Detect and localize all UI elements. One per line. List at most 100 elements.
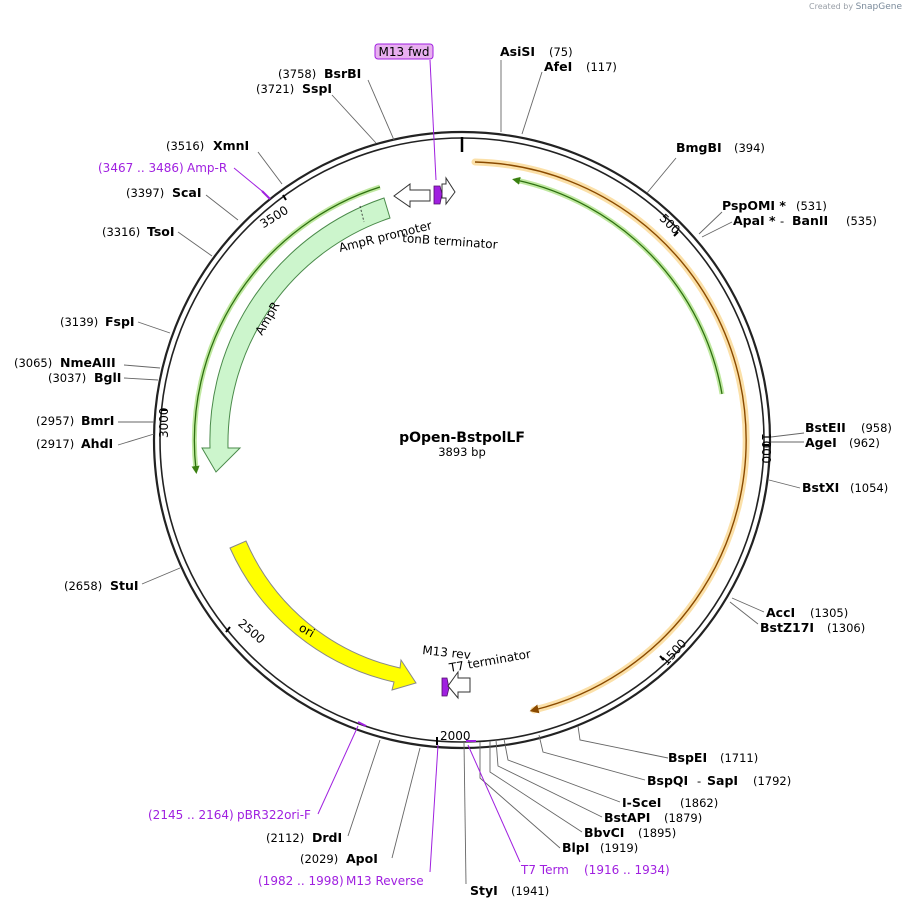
enzyme-asisi[interactable]: AsiSI [500, 44, 535, 59]
enzyme-pspomi-pos: (531) [796, 199, 827, 213]
orf-arc-right[interactable] [515, 177, 725, 395]
enzyme-sspi[interactable]: SspI [302, 81, 332, 96]
primer-t7term-range: (1916 .. 1934) [584, 863, 670, 877]
orf-arc-right-line [512, 176, 723, 395]
enzyme-sspi-pos: (3721) [256, 82, 294, 96]
tick-3500: 3500 [257, 203, 290, 231]
enzyme-bgli[interactable]: BglI [94, 370, 121, 385]
enzyme-styi-pos: (1941) [511, 884, 549, 898]
enzyme-bspqi-sep: - [697, 774, 701, 788]
primer-ampr-range: (3467 .. 3486) [98, 161, 184, 175]
enzyme-scai-pos: (3397) [126, 186, 164, 200]
enzyme-stui-pos: (2658) [64, 579, 102, 593]
m13rev-feature[interactable] [441, 677, 450, 697]
enzyme-agei[interactable]: AgeI [805, 435, 837, 450]
insert-feature-line [474, 161, 747, 714]
ampr-feature[interactable] [201, 197, 391, 473]
enzyme-bsrbi-pos: (3758) [278, 67, 316, 81]
enzyme-bspei-pos: (1711) [720, 751, 758, 765]
primer-leader-lines [233, 59, 521, 873]
enzyme-bspqi[interactable]: BspQI [647, 773, 688, 788]
enzyme-iscei[interactable]: I-SceI [622, 795, 661, 810]
enzyme-bmgbi-pos: (394) [734, 141, 765, 155]
enzyme-banii[interactable]: BanII [792, 213, 828, 228]
tick-2000: 2000 [440, 729, 471, 743]
plasmid-name: pOpen-BstpolLF [399, 430, 525, 446]
t7-terminator-arrow[interactable] [447, 670, 471, 700]
orf-arc-left-line [191, 186, 381, 474]
snapgene-credit: Created by SnapGene [809, 2, 902, 12]
enzyme-acci-pos: (1305) [810, 606, 848, 620]
tick-3000: 3000 [157, 407, 171, 438]
enzyme-pspomi[interactable]: PspOMI * [722, 198, 786, 213]
enzyme-stui[interactable]: StuI [110, 578, 139, 593]
enzyme-bstapi[interactable]: BstAPI [604, 810, 650, 825]
enzyme-iscei-pos: (1862) [680, 796, 718, 810]
enzyme-bstz17i[interactable]: BstZ17I [760, 620, 814, 635]
enzyme-nmeaiii-pos: (3065) [14, 356, 52, 370]
enzyme-bstz17i-pos: (1306) [827, 621, 865, 635]
ori-label: ori [297, 620, 318, 640]
m13fwd-feature[interactable] [433, 185, 443, 205]
enzyme-acci[interactable]: AccI [766, 605, 795, 620]
primer-m13rev-range: (1982 .. 1998) [258, 874, 344, 888]
ampr-promoter-divider [359, 205, 365, 223]
enzyme-blpi-pos: (1919) [600, 841, 638, 855]
enzyme-fspi[interactable]: FspI [105, 314, 135, 329]
tick-2500: 2500 [235, 616, 267, 646]
enzyme-ahdi-pos: (2917) [36, 437, 74, 451]
enzyme-apoi-pos: (2029) [300, 852, 338, 866]
enzyme-bspqi-pos: (1792) [753, 774, 791, 788]
enzyme-tsoi[interactable]: TsoI [147, 224, 175, 239]
enzyme-bmgbi[interactable]: BmgBI [676, 140, 722, 155]
enzyme-styi[interactable]: StyI [470, 883, 498, 898]
primer-t7term-name[interactable]: T7 Term [520, 863, 569, 877]
enzyme-apai-sep: - [780, 214, 784, 228]
ampr-primer-mark [261, 190, 271, 200]
enzyme-drdi[interactable]: DrdI [312, 830, 342, 845]
enzyme-bstapi-pos: (1879) [664, 811, 702, 825]
plasmid-length: 3893 bp [438, 445, 486, 459]
enzyme-apoi[interactable]: ApoI [346, 851, 378, 866]
enzyme-apai[interactable]: ApaI * [733, 213, 776, 228]
enzyme-nmeaiii[interactable]: NmeAIII [60, 355, 116, 370]
enzyme-bstxi[interactable]: BstXI [802, 480, 839, 495]
enzyme-drdi-pos: (2112) [266, 831, 304, 845]
leader-lines [117, 60, 805, 885]
enzyme-sapi[interactable]: SapI [707, 773, 738, 788]
enzyme-tsoi-pos: (3316) [102, 225, 140, 239]
snapgene-logo: SnapGene [855, 2, 902, 12]
ampr-promoter-arrow[interactable] [393, 183, 431, 208]
enzyme-bsrbi[interactable]: BsrBI [324, 66, 361, 81]
enzyme-asisi-pos: (75) [549, 45, 573, 59]
enzyme-afei-pos: (117) [586, 60, 617, 74]
enzyme-apai-pos: (535) [846, 214, 877, 228]
enzyme-bstxi-pos: (1054) [850, 481, 888, 495]
enzyme-xmni[interactable]: XmnI [213, 138, 249, 153]
primer-pbr322-range: (2145 .. 2164) [148, 808, 234, 822]
enzyme-bmri[interactable]: BmrI [81, 413, 114, 428]
enzyme-xmni-pos: (3516) [166, 139, 204, 153]
enzyme-bmri-pos: (2957) [36, 414, 74, 428]
enzyme-blpi[interactable]: BlpI [562, 840, 589, 855]
ori-feature[interactable] [229, 540, 417, 691]
enzyme-bbvci[interactable]: BbvCI [584, 825, 624, 840]
primer-ampr-name[interactable]: Amp-R [187, 161, 227, 175]
enzyme-bsteii-pos: (958) [861, 421, 892, 435]
primer-pbr322-name[interactable]: pBR322ori-F [237, 808, 311, 822]
primer-m13rev-name[interactable]: M13 Reverse [346, 874, 424, 888]
enzyme-scai[interactable]: ScaI [172, 185, 202, 200]
tick-500: 500 [657, 211, 683, 237]
tonb-terminator-arrow[interactable] [441, 176, 456, 206]
enzyme-ahdi[interactable]: AhdI [81, 436, 113, 451]
enzyme-afei[interactable]: AfeI [544, 59, 572, 74]
enzyme-bbvci-pos: (1895) [638, 826, 676, 840]
enzyme-bsteii[interactable]: BstEII [805, 420, 846, 435]
pbr322-primer-mark [357, 721, 367, 727]
enzyme-fspi-pos: (3139) [60, 315, 98, 329]
m13fwd-label-box[interactable] [374, 43, 434, 60]
enzyme-bspei[interactable]: BspEI [668, 750, 707, 765]
enzyme-agei-pos: (962) [849, 436, 880, 450]
backbone-outer [152, 130, 772, 750]
